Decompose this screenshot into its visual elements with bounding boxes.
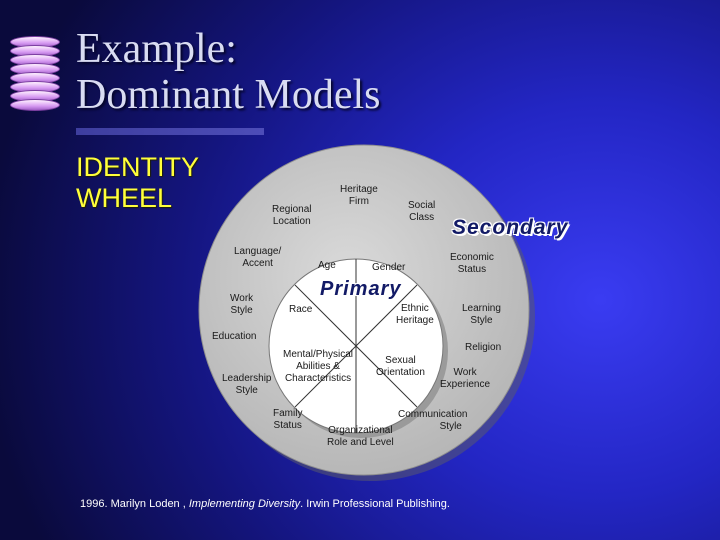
label-ethnic-heritage-line-1: Ethnic bbox=[401, 303, 429, 314]
label-regional-location: Regional Location bbox=[272, 204, 311, 228]
label-mental-physical: Mental/Physical Abilities & Characterist… bbox=[283, 349, 353, 385]
title-underline bbox=[76, 128, 264, 135]
label-sexual-line-1: Sexual bbox=[385, 355, 416, 366]
label-language-line-1: Language/ bbox=[234, 246, 282, 257]
label-religion: Religion bbox=[465, 342, 502, 353]
label-family-status: Family Status bbox=[273, 408, 302, 432]
identity-heading-line-1: IDENTITY bbox=[76, 152, 200, 182]
label-regional-line-1: Regional bbox=[272, 204, 312, 215]
label-heritage-line-2: Firm bbox=[348, 196, 369, 207]
label-ethnic-heritage: Ethnic Heritage bbox=[396, 303, 434, 327]
spoke-diagonal-b bbox=[294, 284, 418, 408]
label-leadership-style: Leadership Style bbox=[222, 373, 271, 397]
slide-title-line-1: Example: bbox=[76, 26, 237, 72]
label-learning-style: Learning Style bbox=[462, 303, 501, 327]
label-organizational-line-2: Role and Level bbox=[327, 437, 394, 448]
label-social-class: Social Class bbox=[408, 200, 435, 224]
inner-spokes bbox=[294, 259, 418, 433]
label-gender: Gender bbox=[372, 262, 406, 273]
label-mental-line-1: Mental/Physical bbox=[283, 349, 354, 360]
label-work-style-line-2: Style bbox=[230, 305, 253, 316]
citation-book-title: Implementing Diversity bbox=[188, 498, 301, 510]
label-social-line-2: Class bbox=[409, 212, 435, 223]
label-sexual-line-2: Orientation bbox=[376, 367, 425, 378]
label-language-accent: Language/ Accent bbox=[234, 246, 281, 270]
label-communication-line-2: Style bbox=[439, 421, 462, 432]
label-learning-line-2: Style bbox=[470, 315, 493, 326]
label-family-line-1: Family bbox=[273, 408, 303, 419]
label-family-line-2: Status bbox=[273, 420, 302, 431]
identity-wheel-heading: IDENTITY WHEEL bbox=[76, 152, 199, 214]
secondary-heading: Secondary bbox=[452, 216, 569, 239]
label-race: Race bbox=[289, 304, 313, 315]
label-heritage-line-1: Heritage bbox=[340, 184, 378, 195]
label-ethnic-heritage-line-2: Heritage bbox=[396, 315, 434, 326]
label-mental-line-2: Abilities & bbox=[296, 361, 340, 372]
slide-title-line-2: Dominant Models bbox=[76, 72, 381, 118]
label-leadership-line-1: Leadership bbox=[222, 373, 272, 384]
label-communication-line-1: Communication bbox=[398, 409, 468, 420]
label-heritage-firm: Heritage Firm bbox=[340, 184, 378, 208]
label-social-line-1: Social bbox=[408, 200, 436, 211]
label-work-style: Work Style bbox=[230, 293, 253, 317]
label-economic-line-2: Status bbox=[457, 264, 487, 275]
citation: 1996. Marilyn Loden , Implementing Diver… bbox=[80, 498, 450, 510]
stacked-discs-icon bbox=[10, 36, 62, 112]
label-age: Age bbox=[318, 260, 336, 271]
label-mental-line-3: Characteristics bbox=[284, 373, 352, 384]
label-language-line-2: Accent bbox=[242, 258, 273, 269]
slide-title: Example: Dominant Models bbox=[76, 26, 380, 118]
label-economic-line-1: Economic bbox=[450, 252, 494, 263]
label-education: Education bbox=[212, 331, 257, 342]
label-work-style-line-1: Work bbox=[230, 293, 254, 304]
identity-heading-line-2: WHEEL bbox=[76, 183, 173, 213]
citation-suffix: . Irwin Professional Publishing. bbox=[300, 498, 450, 510]
label-work-exp-line-1: Work bbox=[453, 367, 477, 378]
label-learning-line-1: Learning bbox=[462, 303, 501, 314]
label-organizational-line-1: Organizational bbox=[328, 425, 393, 436]
label-work-exp-line-2: Experience bbox=[440, 379, 491, 390]
label-sexual-orientation: Sexual Orientation bbox=[376, 355, 425, 379]
label-regional-line-2: Location bbox=[272, 216, 311, 227]
label-communication-style: Communication Style bbox=[398, 409, 467, 433]
citation-prefix: 1996. Marilyn Loden , bbox=[80, 498, 189, 510]
primary-heading: Primary bbox=[320, 278, 402, 300]
label-economic-status: Economic Status bbox=[450, 252, 494, 276]
label-organizational-role: Organizational Role and Level bbox=[327, 425, 394, 449]
label-leadership-line-2: Style bbox=[235, 385, 258, 396]
label-work-experience: Work Experience bbox=[440, 367, 490, 391]
